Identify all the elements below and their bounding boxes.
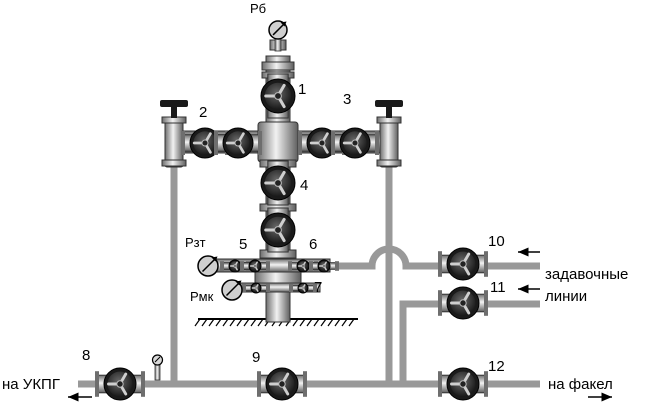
valve-number-2: 2 — [199, 104, 207, 121]
ground-hatch — [194, 318, 201, 327]
ground-hatch — [250, 318, 257, 327]
ground-hatch — [320, 318, 327, 327]
ground-hatch — [208, 318, 215, 327]
ground-hatch — [236, 318, 243, 327]
ground-hatch — [292, 318, 299, 327]
gauges — [151, 20, 288, 381]
ground-hatch — [341, 318, 348, 327]
line-label-ukpg: на УКПГ — [2, 376, 60, 393]
valve-3-tower-flange-bottom — [376, 159, 402, 167]
line-label-kill-2: линии — [545, 288, 587, 305]
flange — [261, 61, 295, 71]
valve-3-tower-stem — [386, 106, 392, 118]
ground-hatch — [222, 318, 229, 327]
valve-5-b[interactable] — [240, 259, 270, 273]
gauge-label-pmk: Рмк — [190, 289, 214, 304]
valve-3-outer[interactable] — [331, 127, 379, 159]
kill-line-upper — [330, 245, 540, 270]
valve-2-tower-handwheel[interactable] — [160, 100, 188, 107]
ground-hatch — [327, 318, 334, 327]
valve-2-tower-stem — [171, 106, 177, 118]
ground-hatch — [334, 318, 341, 327]
line-gauge — [151, 354, 164, 381]
gauge-label-pb: Рб — [250, 1, 266, 16]
ground-hatch — [257, 318, 264, 327]
valve-2-outer[interactable] — [214, 127, 262, 159]
valve-number-10: 10 — [488, 233, 505, 250]
valve-3-tower-handwheel[interactable] — [375, 100, 403, 107]
valve-number-9: 9 — [252, 349, 260, 366]
valve-number-4: 4 — [300, 177, 308, 194]
gauge-pmk — [221, 279, 243, 301]
valve-number-3: 3 — [343, 91, 351, 108]
valve-4[interactable] — [260, 160, 296, 206]
valve-10[interactable] — [438, 247, 488, 281]
cross-center — [257, 121, 299, 163]
valve-7-a[interactable] — [242, 282, 270, 294]
valve-2-inner[interactable] — [181, 127, 229, 159]
valve-number-12: 12 — [488, 358, 505, 375]
valve-number-6: 6 — [309, 236, 317, 253]
gauge-pzt — [197, 255, 219, 277]
gauge-pb — [268, 20, 288, 52]
ground-hatch — [229, 318, 236, 327]
ground-hatch — [201, 318, 208, 327]
valves — [95, 73, 488, 401]
valve-6-b[interactable] — [309, 259, 339, 273]
line-label-kill-1: задавочные — [545, 266, 628, 283]
valve-number-1: 1 — [298, 81, 306, 98]
valve-column-lower[interactable] — [260, 207, 296, 253]
ground-hatch — [299, 318, 306, 327]
kill-line-lower — [399, 300, 540, 384]
valve-1[interactable] — [260, 73, 296, 119]
valve-12[interactable] — [438, 367, 488, 401]
labels: 1 2 3 4 5 6 7 8 9 10 11 12 Рб Рзт Рмк на… — [2, 1, 628, 393]
gauge-label-pzt: Рзт — [185, 235, 206, 250]
line-label-fakel: на факел — [548, 376, 613, 393]
ground-hatch — [215, 318, 222, 327]
valve-number-8: 8 — [82, 347, 90, 364]
valve-11[interactable] — [438, 286, 488, 320]
valve-8[interactable] — [95, 367, 145, 401]
ground-hatch — [306, 318, 313, 327]
valve-number-11: 11 — [490, 279, 506, 296]
ground-hatch — [243, 318, 250, 327]
flow-arrows — [68, 247, 612, 402]
valve-number-7: 7 — [314, 279, 322, 296]
ground-hatch — [313, 318, 320, 327]
ground-hatch — [348, 318, 355, 327]
valve-2-tower-flange-bottom — [161, 159, 187, 167]
valve-7-b[interactable] — [289, 282, 317, 294]
valve-9[interactable] — [257, 367, 307, 401]
valve-number-5: 5 — [239, 236, 247, 253]
